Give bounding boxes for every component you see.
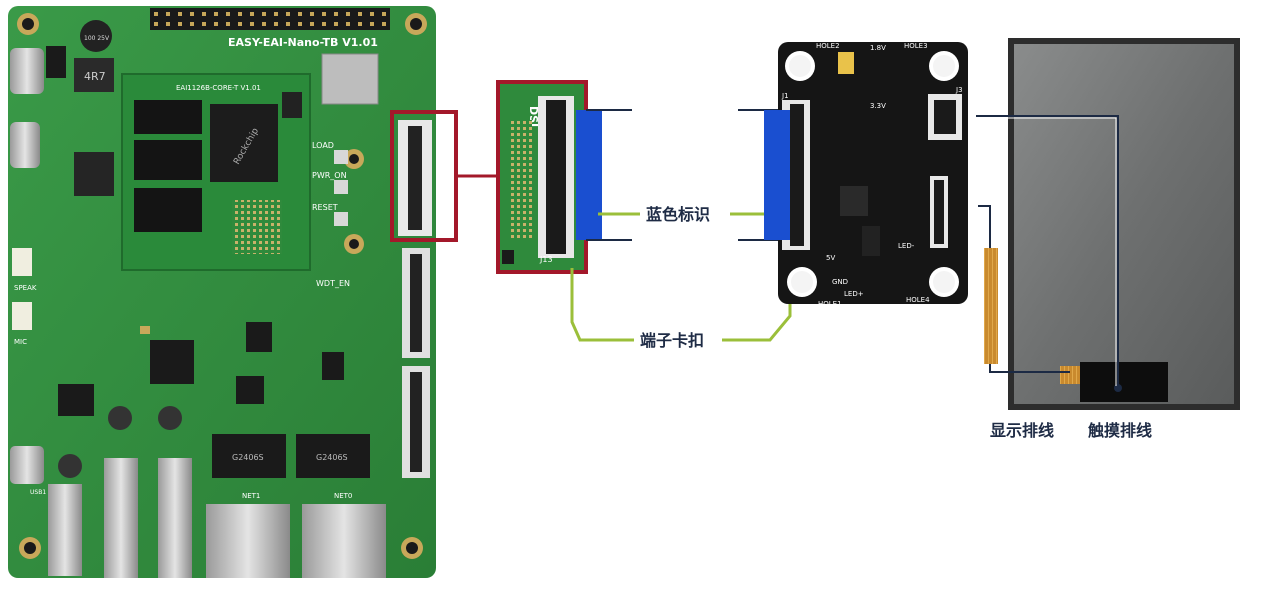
board-silk-title: EASY-EAI-Nano-TB V1.01: [228, 36, 378, 49]
ethernet-port: [302, 504, 386, 578]
core-module-label: EAI1126B-CORE-T V1.01: [176, 84, 261, 92]
touch-marker: [1114, 384, 1122, 392]
dsi-zoom-inset: DSI J13: [496, 80, 588, 274]
zoom-connector-id: J13: [539, 255, 553, 264]
adapter-label: HOLE1: [818, 300, 842, 308]
adapter-label: 5V: [826, 254, 835, 262]
lan-transformer: [296, 434, 370, 478]
mic-label: MIC: [14, 338, 27, 346]
adapter-label: HOLE2: [816, 42, 840, 50]
ethernet-port: [206, 504, 290, 578]
leader-white: [978, 117, 1117, 386]
main-board: EASY-EAI-Nano-TB V1.01 100 25V 4R7 EAI11…: [8, 6, 436, 578]
capacitor-text: 100 25V: [84, 35, 110, 42]
display-cable-label: 显示排线: [990, 421, 1054, 440]
adapter-board: HOLE2 1.8V HOLE3 3.3V J1 J3 LED- 5V GND …: [778, 42, 968, 308]
cable-leaders: [976, 115, 1119, 388]
adapter-j3: J3: [955, 86, 963, 94]
net-label: NET1: [242, 492, 260, 500]
inductor-text: 4R7: [84, 70, 106, 83]
adapter-label: HOLE3: [904, 42, 928, 50]
adapter-label: HOLE4: [906, 296, 930, 304]
speaker-connector: [12, 248, 32, 276]
wdt-label: WDT_EN: [316, 279, 350, 288]
wifi-module: [321, 53, 379, 105]
transformer-text: G2406S: [232, 453, 264, 462]
button-label: LOAD: [312, 141, 334, 150]
reset-button: [334, 212, 348, 226]
net-label: NET0: [334, 492, 352, 500]
usb-label: USB1: [30, 489, 46, 496]
adapter-label: 1.8V: [870, 44, 886, 52]
pwr-button: [334, 180, 348, 194]
usb-a-port: [158, 458, 192, 578]
adapter-label: LED+: [844, 290, 864, 298]
adapter-label: GND: [832, 278, 848, 286]
speaker-label: SPEAK: [14, 284, 37, 292]
latch-leader: [570, 250, 792, 342]
inductor: [74, 58, 114, 92]
blue-mark-label: 蓝色标识: [646, 205, 710, 224]
button-label: RESET: [312, 203, 338, 212]
load-button: [334, 150, 348, 164]
touch-cable-label: 触摸排线: [1087, 421, 1152, 440]
usb-a-port: [48, 484, 82, 576]
usb-c-port: [10, 446, 44, 484]
button-label: PWR_ON: [312, 171, 347, 180]
gpio-header: [150, 8, 390, 30]
mounting-hole: [17, 13, 427, 559]
adapter-j1: J1: [781, 92, 789, 100]
touch-flex-cable: [1060, 366, 1080, 384]
display-flex-cable: [984, 248, 998, 364]
mic-connector: [12, 302, 32, 330]
adapter-led: LED-: [898, 242, 915, 250]
usb-c-port: [10, 122, 40, 168]
adapter-voltage: 3.3V: [870, 102, 886, 110]
usb-c-port: [10, 48, 44, 94]
header-pins: [154, 12, 386, 26]
blue-mark-zoom: [576, 110, 602, 240]
electrolytic-capacitor: [80, 20, 112, 52]
lcd-panel: [1008, 38, 1240, 410]
blue-mark-adapter: [764, 110, 790, 240]
latch-label: 端子卡扣: [640, 331, 704, 350]
soc-chip: [210, 104, 278, 182]
lan-transformer: [212, 434, 286, 478]
transformer-text: G2406S: [316, 453, 348, 462]
core-module: EAI1126B-CORE-T V1.01 Rockchip: [121, 73, 311, 271]
usb-a-port: [104, 458, 138, 578]
